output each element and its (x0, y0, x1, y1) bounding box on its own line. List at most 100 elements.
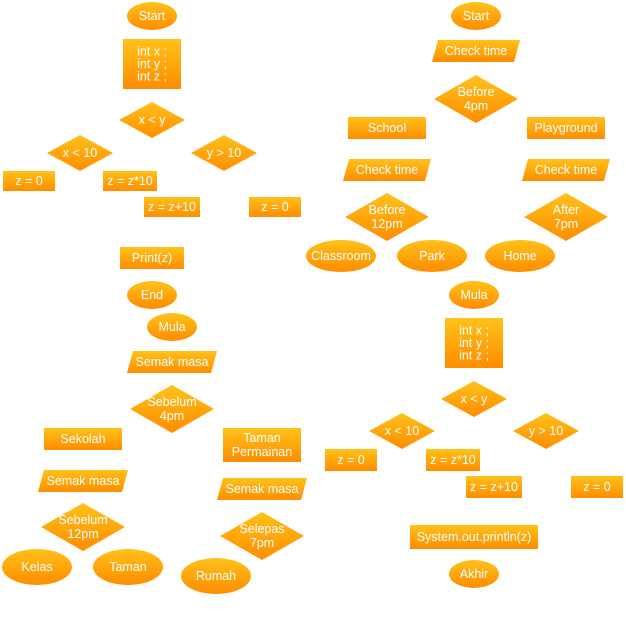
end-terminal-label: End (141, 288, 163, 302)
decision-before-4pm-label-line: Sebelum (147, 395, 196, 409)
declare-box-shape (123, 39, 181, 89)
print-box: System.out.println(z) (410, 525, 538, 549)
decision-x-lt-10-shape (47, 135, 113, 171)
start-terminal-label-line: Start (463, 9, 490, 23)
park-terminal-shape (397, 240, 467, 272)
assign-z-plus-shape (466, 476, 522, 498)
assign-z-times-shape (103, 171, 157, 191)
playground-box: Playground (527, 117, 605, 139)
check-time-top-label: Semak masa (136, 355, 209, 369)
classroom-terminal-shape (2, 549, 72, 585)
end-terminal-shape (449, 560, 499, 588)
check-time-top-label: Check time (445, 44, 508, 58)
assign-z0-right-label-line: z = 0 (261, 200, 288, 214)
assign-z0-left: z = 0 (3, 171, 55, 191)
park-terminal-label: Park (419, 249, 445, 263)
assign-z0-right: z = 0 (571, 476, 623, 498)
assign-z-plus-label-line: z = z+10 (148, 200, 196, 214)
check-time-left-label: Check time (356, 163, 419, 177)
park-terminal-label: Taman (109, 560, 147, 574)
print-box-label: System.out.println(z) (417, 530, 532, 544)
school-box-label-line: Sekolah (60, 432, 105, 446)
declare-box-label-line: int y ; (459, 336, 489, 350)
check-time-left-label: Semak masa (47, 474, 120, 488)
decision-x-lt-10-label: x < 10 (63, 146, 97, 160)
playground-box-label: Playground (534, 121, 597, 135)
assign-z0-left: z = 0 (325, 449, 377, 471)
declare-box-label: int x ;int y ;int z ; (137, 45, 167, 84)
decision-y-gt-10-label: y > 10 (529, 424, 563, 438)
decision-before-4pm-shape (130, 385, 214, 433)
home-terminal-label-line: Home (503, 249, 536, 263)
decision-y-gt-10-shape (513, 413, 579, 449)
decision-before-12pm-shape (41, 503, 125, 551)
assign-z-times-label-line: z = z*10 (107, 174, 153, 188)
assign-z0-right-label: z = 0 (261, 200, 288, 214)
park-terminal: Taman (93, 549, 163, 585)
declare-box-label-line: int z ; (459, 349, 489, 363)
playground-box-label-line: Playground (534, 121, 597, 135)
school-box-label-line: School (368, 121, 406, 135)
assign-z-plus: z = z+10 (144, 197, 200, 217)
declare-box: int x ;int y ;int z ; (445, 318, 503, 368)
decision-y-gt-10-label: y > 10 (207, 146, 241, 160)
decision-after-7pm-label-line: After (553, 203, 579, 217)
decision-y-gt-10: y > 10 (191, 135, 257, 171)
check-time-right-label: Check time (535, 163, 598, 177)
assign-z0-left-shape (325, 449, 377, 471)
park-terminal: Park (397, 240, 467, 272)
check-time-top-shape (127, 351, 217, 373)
start-terminal: Mula (449, 281, 499, 309)
end-terminal-shape (127, 281, 177, 309)
school-box-shape (348, 117, 426, 139)
declare-box-label-line: int x ; (137, 45, 167, 59)
check-time-right: Check time (522, 159, 610, 181)
decision-before-12pm-label-line: 12pm (67, 527, 98, 541)
start-terminal-shape (449, 281, 499, 309)
playground-box-label-line: Taman (243, 431, 281, 445)
assign-z0-left-label-line: z = 0 (337, 453, 364, 467)
school-box: School (348, 117, 426, 139)
school-box-label: Sekolah (60, 432, 105, 446)
start-terminal-label: Start (463, 9, 490, 23)
assign-z-times-label: z = z*10 (430, 453, 476, 467)
decision-after-7pm-shape (524, 193, 608, 241)
decision-x-lt-y-label-line: x < y (461, 392, 488, 406)
assign-z-times: z = z*10 (103, 171, 157, 191)
school-box: Sekolah (44, 428, 122, 450)
assign-z-plus-label-line: z = z+10 (470, 480, 518, 494)
decision-after-7pm-label-line: 7pm (554, 217, 578, 231)
classroom-terminal-shape (306, 240, 376, 272)
start-terminal: Mula (147, 313, 197, 341)
check-time-left-shape (343, 159, 431, 181)
decision-x-lt-y-label: x < y (461, 392, 488, 406)
end-terminal-label: Akhir (460, 567, 488, 581)
start-terminal-shape (147, 313, 197, 341)
decision-before-4pm-shape (434, 75, 518, 123)
home-terminal-shape (181, 558, 251, 594)
print-box-label-line: System.out.println(z) (417, 530, 532, 544)
start-terminal-shape (451, 2, 501, 30)
classroom-terminal-label: Classroom (311, 249, 371, 263)
school-box-shape (44, 428, 122, 450)
park-terminal-label-line: Taman (109, 560, 147, 574)
check-time-right-label-line: Semak masa (226, 482, 299, 496)
assign-z-plus: z = z+10 (466, 476, 522, 498)
declare-box-label-line: int z ; (137, 70, 167, 84)
start-terminal: Start (127, 2, 177, 30)
check-time-right: Semak masa (217, 478, 307, 500)
decision-x-lt-y: x < y (441, 381, 507, 417)
assign-z-plus-shape (144, 197, 200, 217)
declare-box-label: int x ;int y ;int z ; (459, 324, 489, 363)
decision-after-7pm-shape (220, 512, 304, 560)
print-box: Print(z) (120, 247, 184, 269)
end-terminal-label-line: End (141, 288, 163, 302)
